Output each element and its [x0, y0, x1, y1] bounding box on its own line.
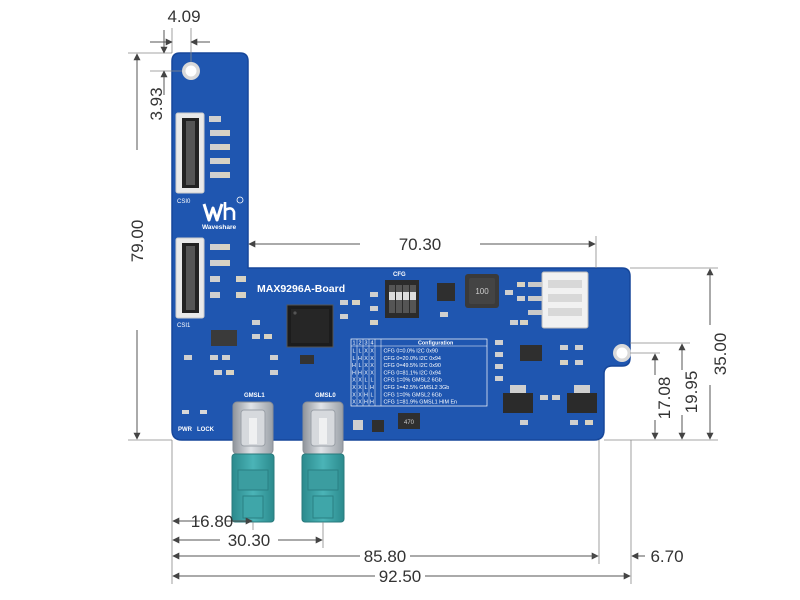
csi1-label: CSI1 [177, 323, 191, 329]
small-ic-470 [398, 413, 420, 429]
config-table-cell: L [359, 349, 362, 355]
config-table-cell: L [365, 378, 368, 384]
small-ic [437, 283, 455, 301]
config-table-cell: X [370, 370, 374, 376]
config-table-config: CFG 0=49.5% I2C 0x90 [384, 363, 441, 369]
config-table-cell: X [364, 349, 368, 355]
dim-total-width: 92.50 [379, 567, 422, 586]
passives-csi0 [209, 116, 230, 178]
dim-arm-width: 70.30 [399, 235, 442, 254]
config-table-cell: X [364, 363, 368, 369]
dim-hole-y-inner: 17.08 [655, 377, 674, 420]
dim-gmsl1-x: 16.80 [191, 512, 234, 531]
ldo-2 [567, 385, 597, 413]
mounting-hole-top [182, 62, 200, 80]
gmsl1-label: GMSL1 [244, 393, 265, 399]
dim-edge-offset: 6.70 [650, 547, 683, 566]
dim-gmsl0-x: 30.30 [228, 531, 271, 550]
dimension-annotations: 4.09 3.93 79.00 70.30 35.00 19.95 17.08 [128, 7, 730, 586]
brand-label: Waveshare [202, 224, 236, 231]
config-table-header: 1 [353, 341, 356, 347]
config-table-cell: L [353, 349, 356, 355]
cfg-label: CFG [393, 272, 406, 278]
gmsl0-label: GMSL0 [315, 393, 336, 399]
config-table-cell: L [371, 378, 374, 384]
config-table-cell: X [358, 378, 362, 384]
mounting-hole-right [613, 344, 631, 362]
config-table-config: CFG 0=81.1% I2C 0x94 [384, 370, 441, 376]
dim-hole-y-outer: 19.95 [682, 371, 701, 414]
ldo-1 [503, 385, 533, 413]
config-table-config: CFG 1=42.5% GMSL2 3Gb [384, 385, 450, 391]
passives-left [184, 292, 378, 375]
config-table-cell: H [364, 400, 368, 406]
config-table-cell: X [352, 385, 356, 391]
config-table-config: CFG 1=0% GMSL2 6Gb [384, 392, 442, 398]
config-table-cell: H [358, 370, 362, 376]
config-table-cell: X [358, 385, 362, 391]
board-name: MAX9296A-Board [257, 283, 345, 295]
config-table-cell: X [364, 370, 368, 376]
gmsl1-connector [231, 401, 275, 523]
config-table-header: 4 [371, 341, 374, 347]
status-leds [182, 410, 207, 414]
config-table-cell: X [364, 356, 368, 362]
config-table-cell: X [352, 392, 356, 398]
config-table-cell: X [370, 349, 374, 355]
config-table-cell: H [352, 363, 356, 369]
pcb-board: CSI0 Waveshare CSI1 [171, 52, 631, 523]
regulator-right [520, 345, 542, 361]
cap-near-diode [353, 420, 363, 430]
config-table-cell: X [358, 400, 362, 406]
crystal [300, 355, 314, 364]
config-table-cell: L [353, 356, 356, 362]
dim-top-hole-y: 3.93 [147, 87, 166, 120]
gmsl0-connector [301, 401, 345, 523]
config-table-cell: H [370, 385, 374, 391]
csi0-connector [175, 112, 205, 194]
csi0-label: CSI0 [177, 199, 191, 205]
config-table-header: Configuration [418, 341, 453, 347]
dim-hole-x: 85.80 [364, 547, 407, 566]
config-table-cell: X [370, 356, 374, 362]
lock-label: LOCK [197, 427, 215, 433]
regulator-chip [211, 330, 237, 346]
config-table-config: CFG 0=20.0% I2C 0x94 [384, 356, 441, 362]
cfg-dip-switch [385, 280, 419, 318]
dim-total-height: 79.00 [128, 220, 147, 263]
config-table-config: CFG 1=81.9% GMSL1 HIM En [384, 400, 458, 406]
config-table-config: CFG 0=0.0% I2C 0x90 [384, 349, 438, 355]
config-table-cell: X [358, 392, 362, 398]
passives-csi1 [210, 244, 246, 298]
inductor-label: 100 [475, 287, 489, 296]
config-table-cell: X [352, 378, 356, 384]
config-table-cell: H [364, 392, 368, 398]
config-table-cell: X [352, 400, 356, 406]
diode [372, 420, 384, 432]
dim-arm-height: 35.00 [711, 333, 730, 376]
passives-right [440, 282, 593, 425]
config-table-cell: H [352, 370, 356, 376]
max9296a-chip [286, 304, 334, 348]
ic-470-label: 470 [404, 420, 415, 426]
config-table-cell: L [371, 392, 374, 398]
config-table-header: 3 [365, 341, 368, 347]
csi1-connector [175, 237, 205, 319]
config-table-config: CFG 1=0% GMSL2 6Gb [384, 378, 442, 384]
power-connector [528, 271, 589, 329]
config-table-cell: X [370, 363, 374, 369]
pwr-label: PWR [178, 427, 193, 433]
config-table-cell: H [358, 356, 362, 362]
config-table-cell: H [370, 400, 374, 406]
dim-top-hole-x: 4.09 [167, 7, 200, 26]
config-table-header: 2 [359, 341, 362, 347]
config-table-cell: L [359, 363, 362, 369]
config-table-cell: L [365, 385, 368, 391]
inductor: 100 [465, 274, 499, 308]
waveshare-logo: Waveshare [202, 196, 244, 231]
